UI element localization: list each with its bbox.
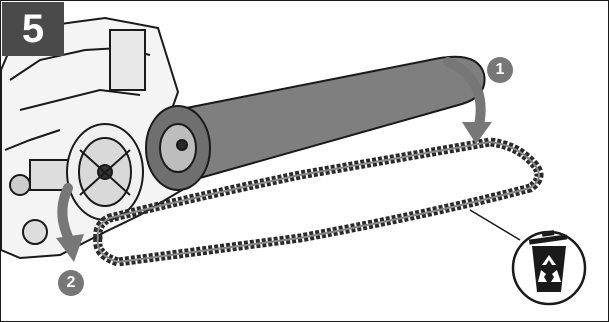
bar-mount-sprocket: [146, 106, 210, 190]
guide-bar: [176, 57, 485, 178]
recycle-bin-icon: [513, 230, 585, 304]
drive-wheel: [67, 124, 143, 220]
callout-1: 1: [487, 57, 513, 83]
leader-line: [470, 210, 520, 240]
step-number-badge: 5: [2, 2, 64, 56]
callout-2: 2: [58, 270, 84, 296]
